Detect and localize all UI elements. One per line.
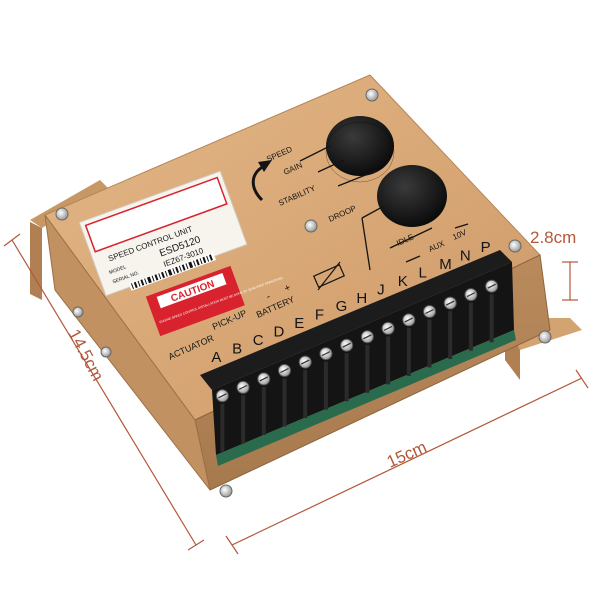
screw-icon: [538, 330, 552, 344]
terminal-letter: F: [315, 307, 324, 324]
screw-slot-icon: [383, 325, 393, 331]
screw-slot-icon: [363, 334, 372, 340]
terminal-separator: [448, 311, 453, 360]
terminal-separator: [386, 336, 391, 385]
dimension-height-label: 2.8cm: [530, 228, 576, 247]
terminal-letter: B: [232, 340, 242, 357]
screw-icon: [100, 346, 112, 358]
screw-slot-icon: [300, 359, 310, 365]
terminal-letter: E: [294, 315, 304, 332]
screw-slot-icon: [238, 384, 248, 390]
label-header-box: [84, 176, 228, 253]
screw-slot-icon: [342, 342, 351, 348]
terminal-separator: [344, 353, 349, 402]
terminal-letter: K: [398, 273, 408, 290]
screw-slot-icon: [280, 367, 289, 374]
label-model-tag: MODEL: [108, 264, 127, 276]
screw-slot-icon: [445, 300, 455, 306]
screw-slot-icon: [321, 351, 331, 357]
screw-slot-icon: [259, 376, 269, 382]
screw-slot-icon: [466, 292, 476, 298]
terminal-separator: [282, 378, 287, 427]
terminal-letter: H: [356, 290, 367, 307]
terminal-letter: L: [419, 265, 427, 282]
screw-slot-icon: [404, 317, 414, 323]
model-label-card: SPEED CONTROL UNIT MODEL ESD5120 SERIAL …: [78, 170, 248, 297]
terminal-separator: [241, 395, 246, 444]
label-plus: +: [283, 282, 293, 294]
terminal-block: [200, 250, 516, 466]
screw-slot-icon: [487, 283, 496, 289]
screw-icon: [55, 207, 69, 221]
dimension-width-label: 15cm: [384, 437, 430, 471]
rotate-arrow-icon: [251, 164, 265, 202]
terminal-separator: [427, 319, 432, 368]
terminal-letter: P: [481, 239, 491, 256]
terminal-separator: [489, 294, 494, 343]
screw-icon: [365, 88, 379, 102]
terminal-letter: A: [211, 349, 221, 366]
terminal-separator: [220, 403, 225, 452]
terminal-separator: [406, 327, 411, 376]
potentiometer-symbol-icon: [312, 261, 346, 291]
screw-icon: [304, 219, 318, 233]
circuit-board-edge: [216, 330, 516, 466]
screw-icon: [72, 306, 84, 318]
screw-icon: [508, 239, 522, 253]
terminal-separator: [261, 386, 266, 435]
screw-slot-icon: [425, 308, 434, 315]
barcode: [128, 252, 217, 291]
terminal-screws: [215, 279, 499, 452]
terminal-letter: C: [253, 332, 264, 349]
terminal-separator: [323, 361, 328, 410]
terminal-letter: N: [460, 248, 471, 265]
terminal-separator: [468, 302, 473, 351]
stability-droop-knob[interactable]: [377, 165, 447, 227]
screw-slot-icon: [218, 393, 227, 399]
rotate-arrow-head-icon: [258, 160, 272, 172]
terminal-letter: J: [377, 281, 385, 298]
terminal-letter: G: [336, 298, 348, 315]
screw-icon: [219, 484, 233, 498]
dimension-width: [225, 369, 589, 555]
dimension-height: [562, 261, 578, 301]
label-minus: -: [265, 291, 273, 302]
adjustment-legend: [299, 145, 469, 271]
terminal-letter: M: [439, 256, 452, 273]
terminal-separator: [303, 370, 308, 419]
terminal-letter: D: [274, 324, 285, 341]
terminal-separator: [365, 344, 370, 393]
dimension-depth: [3, 233, 205, 551]
